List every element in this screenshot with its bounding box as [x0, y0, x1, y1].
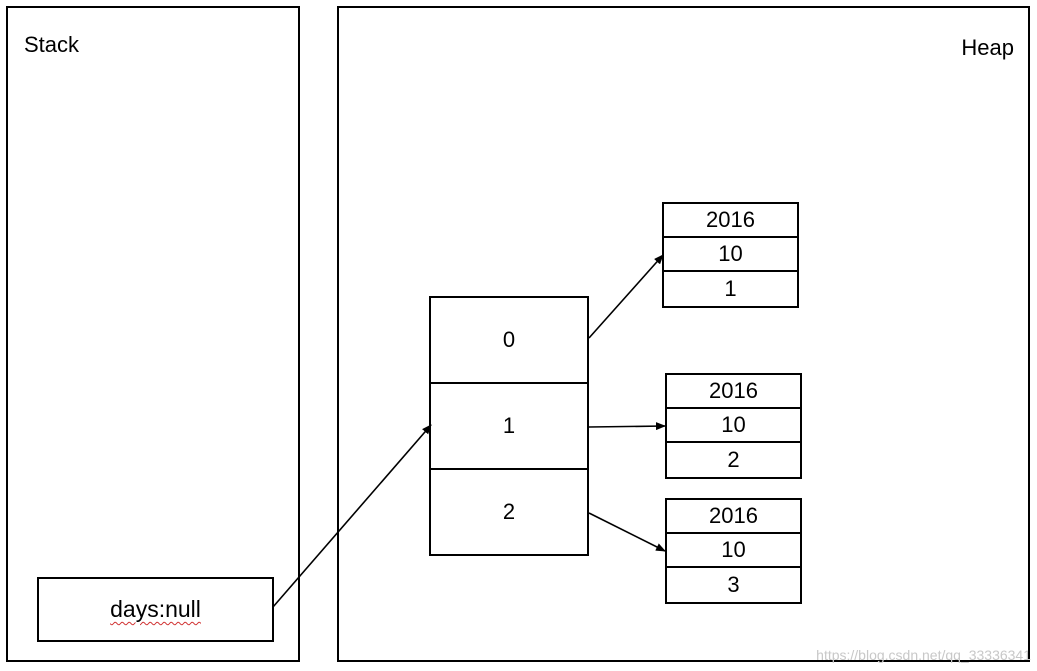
array-cell-0: 0	[431, 298, 587, 384]
date-day-field: 3	[727, 572, 740, 597]
date-object-1: 2016 10 2	[665, 373, 802, 479]
date-day-field: 1	[724, 276, 737, 301]
heap-title: Heap	[961, 35, 1014, 60]
stack-panel: Stack	[6, 6, 300, 662]
stack-title: Stack	[24, 32, 80, 57]
date-object-0: 2016 10 1	[662, 202, 799, 308]
date-month-field: 10	[664, 238, 797, 272]
heap-array: 0 1 2	[429, 296, 589, 556]
array-cell-2: 2	[502, 499, 516, 524]
stack-variable-label: days:null	[110, 596, 201, 622]
date-year-field: 2016	[667, 375, 800, 409]
stack-variable-box: days:null	[37, 577, 274, 642]
watermark: https://blog.csdn.net/qq_33336341	[816, 647, 1031, 663]
array-cell-1: 1	[431, 384, 587, 470]
date-month-field: 10	[667, 409, 800, 443]
date-year-field: 2016	[664, 204, 797, 238]
date-object-2: 2016 10 3	[665, 498, 802, 604]
date-day-field: 2	[727, 447, 740, 472]
date-month-field: 10	[667, 534, 800, 568]
date-year-field: 2016	[667, 500, 800, 534]
